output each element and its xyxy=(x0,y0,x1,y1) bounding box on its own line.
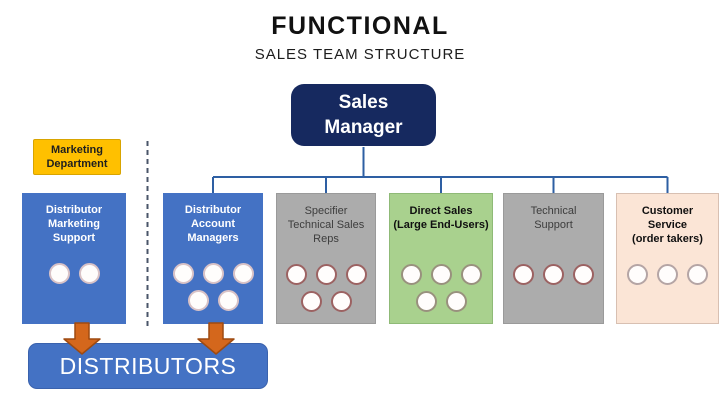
person-row xyxy=(285,264,367,285)
dept-label: Specifier Technical Sales Reps xyxy=(287,205,365,245)
dept-label: Technical Support xyxy=(530,205,577,231)
person-circle-icon xyxy=(573,264,594,285)
person-row xyxy=(48,263,100,284)
dept-box-distributor-marketing-support: Distributor Marketing Support xyxy=(22,193,126,324)
dept-label: Direct Sales (Large End-Users) xyxy=(393,205,489,231)
sales-manager-label: Sales Manager xyxy=(324,92,403,138)
team-circles xyxy=(513,264,594,285)
team-circles xyxy=(627,264,708,285)
person-row xyxy=(513,264,594,285)
marketing-department-tag: Marketing Department xyxy=(33,139,121,175)
person-circle-icon xyxy=(627,264,648,285)
person-circle-icon xyxy=(217,290,239,311)
dept-box-direct-sales: Direct Sales (Large End-Users) xyxy=(389,193,493,324)
dept-box-technical-support: Technical Support xyxy=(503,193,604,324)
org-connector-lines xyxy=(212,147,669,193)
dept-label: Customer Service (order takers) xyxy=(632,205,703,245)
person-row xyxy=(172,263,254,284)
team-circles xyxy=(400,264,482,312)
person-circle-icon xyxy=(330,291,352,312)
person-circle-icon xyxy=(172,263,194,284)
person-row xyxy=(627,264,708,285)
person-row xyxy=(300,291,352,312)
person-circle-icon xyxy=(187,290,209,311)
dept-box-distributor-account-managers: Distributor Account Managers xyxy=(163,193,263,324)
distributors-box: DISTRIBUTORS xyxy=(28,343,268,389)
dept-box-customer-service: Customer Service (order takers) xyxy=(616,193,719,324)
dept-box-specifier-technical-sales-reps: Specifier Technical Sales Reps xyxy=(276,193,376,324)
team-circles xyxy=(48,263,100,284)
dept-label: Distributor Account Managers xyxy=(184,204,242,244)
person-circle-icon xyxy=(430,264,452,285)
person-circle-icon xyxy=(202,263,224,284)
diagram-title: FUNCTIONAL xyxy=(271,12,449,40)
person-circle-icon xyxy=(48,263,70,284)
person-circle-icon xyxy=(300,291,322,312)
person-row xyxy=(187,290,239,311)
person-circle-icon xyxy=(543,264,564,285)
person-circle-icon xyxy=(687,264,708,285)
person-circle-icon xyxy=(78,263,100,284)
dept-label: Distributor Marketing Support xyxy=(45,204,103,244)
person-row xyxy=(415,291,467,312)
person-circle-icon xyxy=(400,264,422,285)
marketing-department-label: Marketing Department xyxy=(46,144,108,170)
distributors-label: DISTRIBUTORS xyxy=(59,352,237,379)
person-circle-icon xyxy=(657,264,678,285)
sales-manager-box: Sales Manager xyxy=(291,84,436,146)
person-circle-icon xyxy=(460,264,482,285)
team-circles xyxy=(285,264,367,312)
person-row xyxy=(400,264,482,285)
person-circle-icon xyxy=(285,264,307,285)
person-circle-icon xyxy=(315,264,337,285)
person-circle-icon xyxy=(345,264,367,285)
person-circle-icon xyxy=(513,264,534,285)
team-circles xyxy=(172,263,254,311)
diagram-subtitle: SALES TEAM STRUCTURE xyxy=(254,46,466,63)
person-circle-icon xyxy=(232,263,254,284)
person-circle-icon xyxy=(445,291,467,312)
person-circle-icon xyxy=(415,291,437,312)
